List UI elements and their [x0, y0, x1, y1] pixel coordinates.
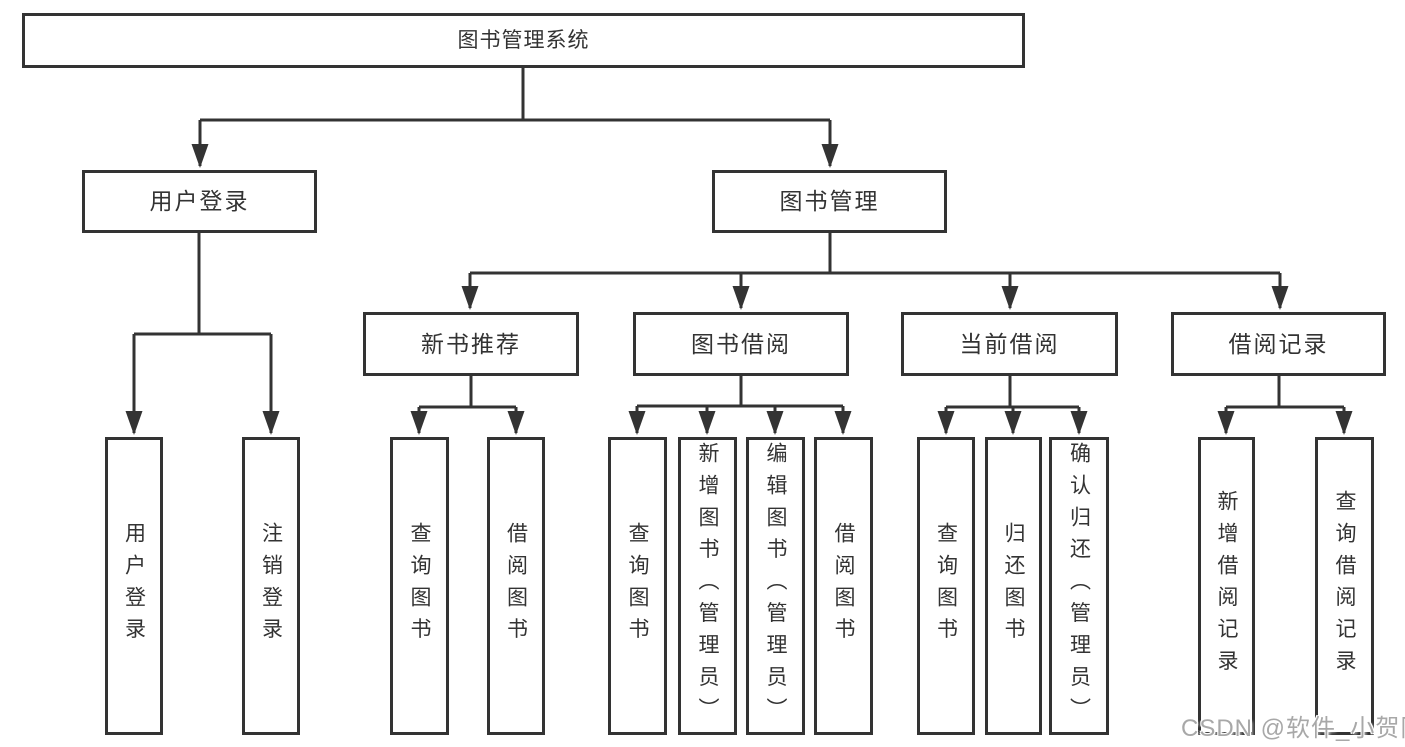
- node-current-borrow: 当前借阅: [901, 312, 1118, 376]
- leaf-bb-add-book-admin: 新增图书（管理员）: [678, 437, 737, 735]
- leaf-br-add-record-label: 新增借阅记录: [1215, 490, 1238, 682]
- leaf-nb-borrow-books: 借阅图书: [487, 437, 545, 735]
- leaf-br-query-record: 查询借阅记录: [1315, 437, 1374, 735]
- csdn-watermark: CSDN @软件_小贺同学: [1181, 715, 1405, 742]
- leaf-nb-borrow-books-label: 借阅图书: [504, 522, 528, 650]
- leaf-cb-query-books: 查询图书: [917, 437, 975, 735]
- leaf-bb-borrow-books-label: 借阅图书: [832, 522, 855, 650]
- leaf-logout-label: 注销登录: [259, 522, 283, 650]
- leaf-br-query-record-label: 查询借阅记录: [1333, 490, 1356, 682]
- leaf-user-login: 用户登录: [105, 437, 163, 735]
- node-user-login-branch: 用户登录: [82, 170, 317, 233]
- node-new-book-recommend-label: 新书推荐: [421, 330, 521, 357]
- leaf-bb-add-book-admin-label: 新增图书（管理员）: [696, 442, 719, 730]
- leaf-bb-edit-book-admin-label: 编辑图书（管理员）: [764, 442, 787, 730]
- node-root-label: 图书管理系统: [457, 29, 590, 52]
- leaf-bb-query-books: 查询图书: [608, 437, 667, 735]
- node-book-management: 图书管理: [712, 170, 947, 233]
- leaf-nb-query-books: 查询图书: [390, 437, 449, 735]
- leaf-cb-return-books: 归还图书: [985, 437, 1042, 735]
- leaf-bb-query-books-label: 查询图书: [626, 522, 649, 650]
- leaf-br-add-record: 新增借阅记录: [1198, 437, 1255, 735]
- node-root: 图书管理系统: [22, 13, 1025, 68]
- node-new-book-recommend: 新书推荐: [363, 312, 579, 376]
- node-current-borrow-label: 当前借阅: [959, 330, 1060, 357]
- leaf-user-login-label: 用户登录: [122, 522, 146, 650]
- leaf-cb-query-books-label: 查询图书: [934, 522, 958, 650]
- leaf-cb-confirm-return-admin: 确认归还（管理员）: [1049, 437, 1109, 735]
- node-borrow-records: 借阅记录: [1171, 312, 1386, 376]
- node-user-login-branch-label: 用户登录: [149, 188, 250, 214]
- leaf-bb-edit-book-admin: 编辑图书（管理员）: [746, 437, 805, 735]
- leaf-logout: 注销登录: [242, 437, 300, 735]
- node-book-borrow-label: 图书借阅: [691, 330, 791, 357]
- leaf-nb-query-books-label: 查询图书: [408, 522, 431, 650]
- leaf-cb-confirm-return-admin-label: 确认归还（管理员）: [1067, 442, 1091, 730]
- leaf-cb-return-books-label: 归还图书: [1002, 522, 1025, 650]
- node-book-management-label: 图书管理: [779, 188, 880, 214]
- leaf-bb-borrow-books: 借阅图书: [814, 437, 873, 735]
- node-borrow-records-label: 借阅记录: [1228, 330, 1329, 357]
- node-book-borrow: 图书借阅: [633, 312, 849, 376]
